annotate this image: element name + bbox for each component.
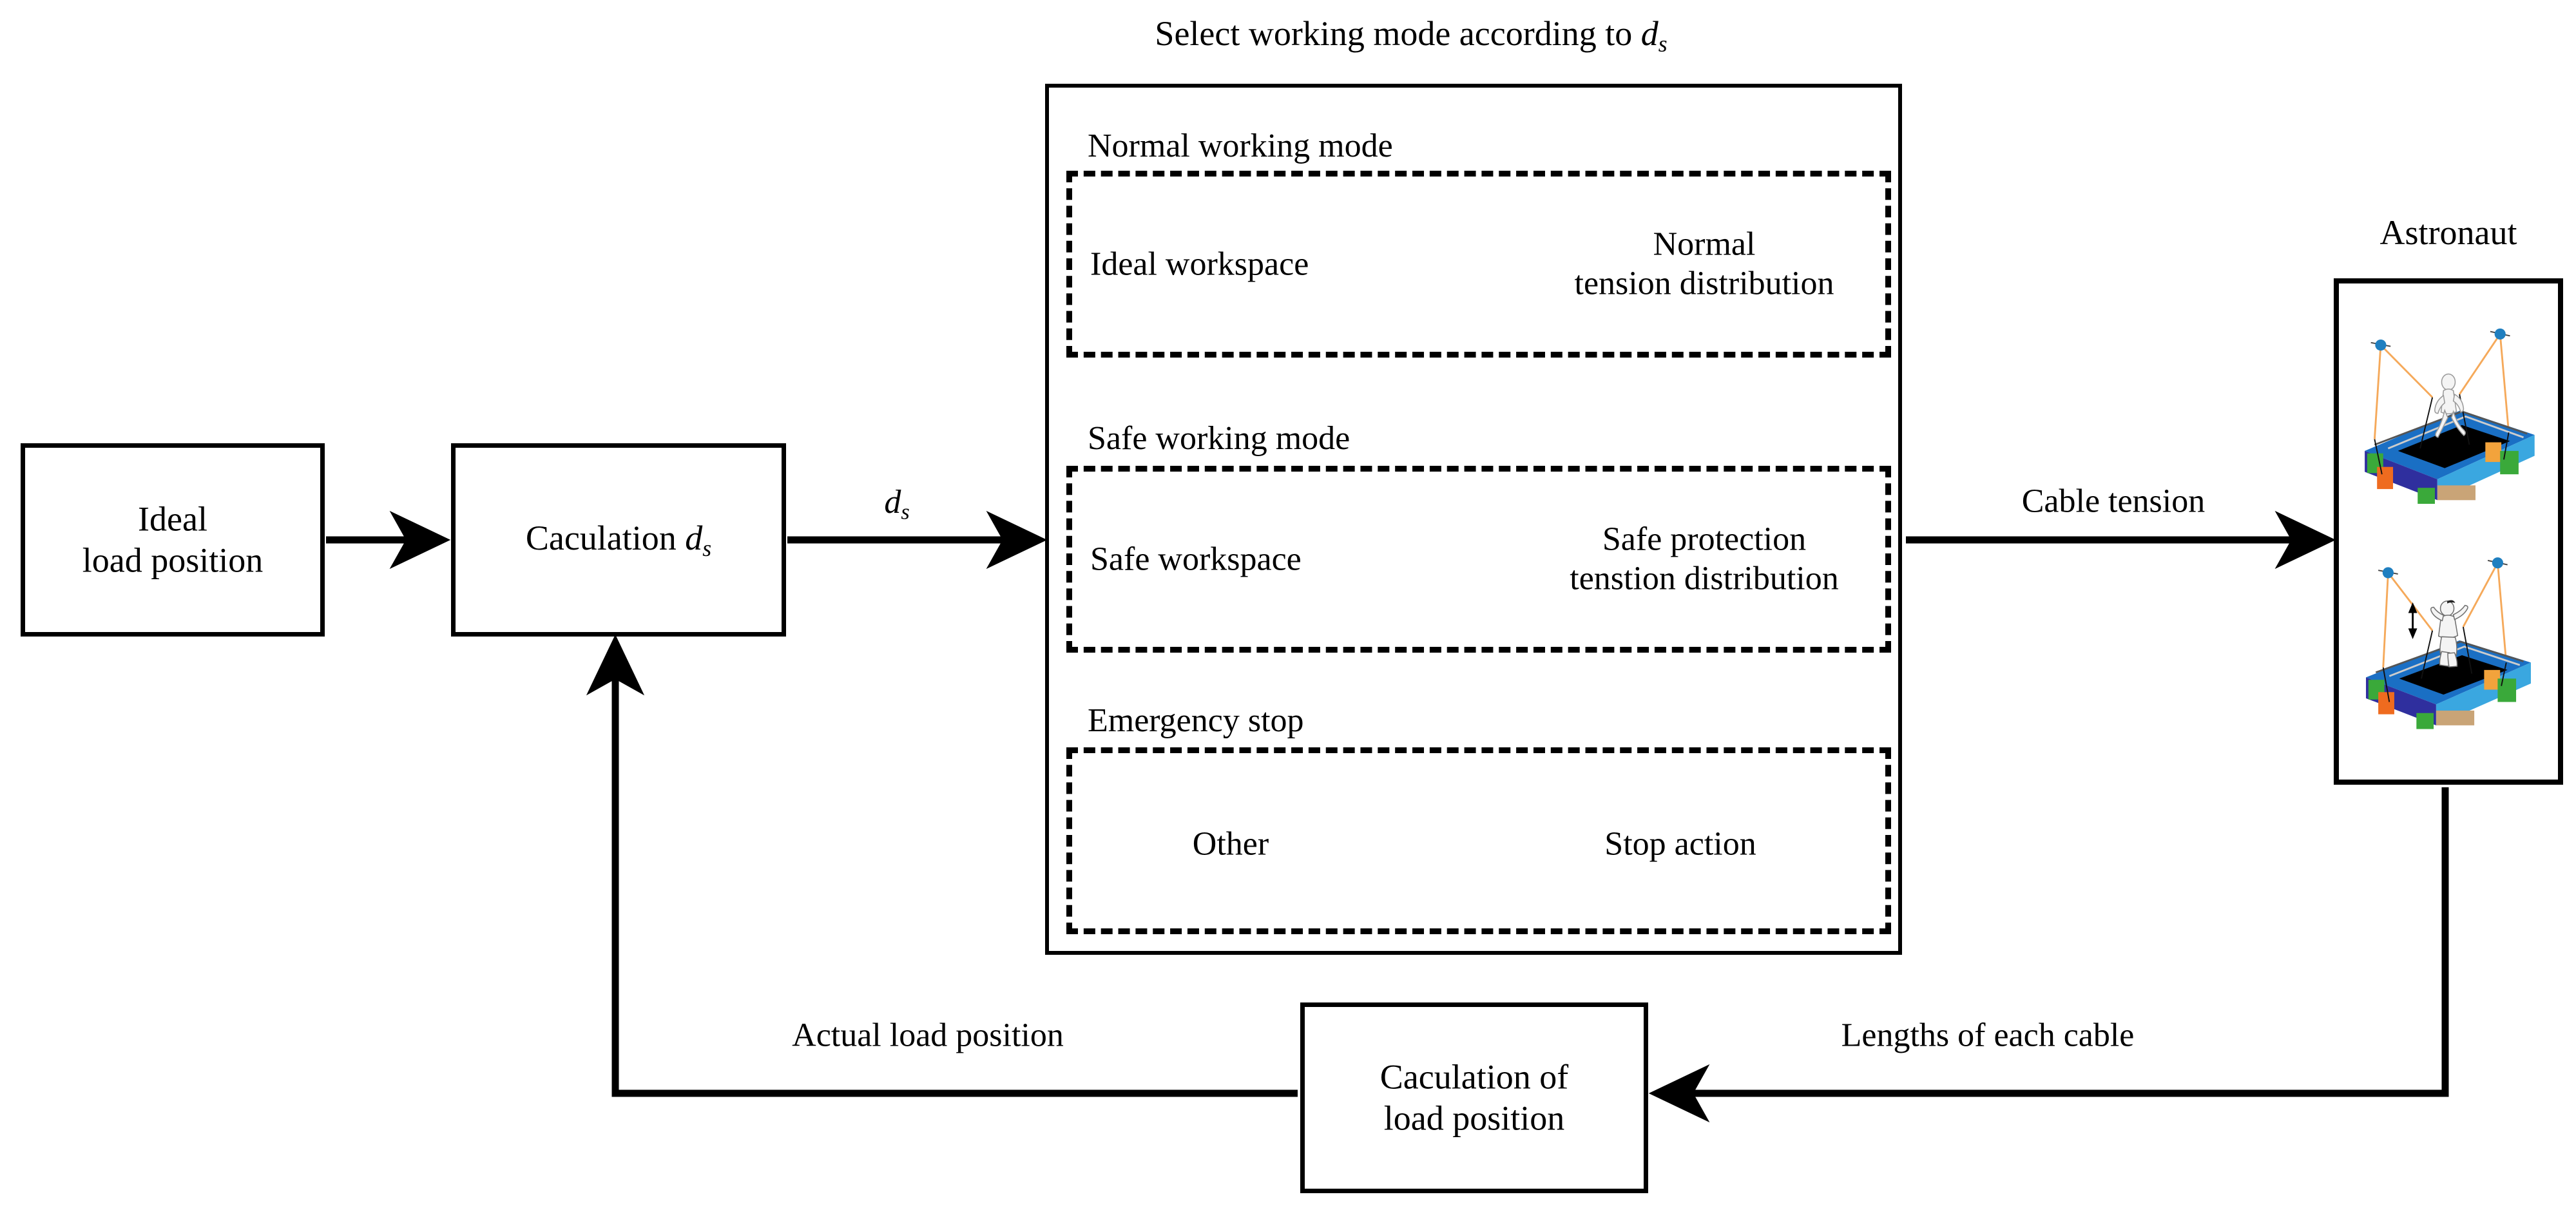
pulley-icon	[2487, 557, 2508, 569]
vertical-motion-arrow	[2408, 602, 2417, 640]
mode-target-emergency: Stop action	[1604, 825, 1756, 863]
page-title: Select working mode according to ds	[1155, 14, 1667, 57]
mode-source-safe: Safe workspace	[1090, 541, 1302, 578]
mode-heading-emergency: Emergency stop	[1088, 702, 1304, 739]
calculation-of-load-position-line1: Caculation of	[1379, 1057, 1569, 1097]
ideal-load-position-line2: load position	[82, 541, 264, 579]
cable-robot-bottom	[2366, 557, 2531, 729]
mode-dashbox-emergency[interactable]	[1066, 747, 1891, 934]
calculation-ds-symbol-sub: s	[702, 535, 712, 561]
astronaut-caption: Astronaut	[2379, 213, 2517, 253]
calculation-of-load-position-line2: load position	[1383, 1098, 1565, 1137]
astronaut-figure-seated	[2430, 600, 2468, 667]
ideal-load-position-line1: Ideal	[138, 499, 207, 539]
block-calculation-of-load-position[interactable]: Caculation of load position	[1300, 1002, 1648, 1193]
mode-heading-normal: Normal working mode	[1088, 128, 1393, 164]
block-ideal-load-position[interactable]: Ideal load position	[21, 443, 325, 637]
mode-dashbox-normal[interactable]	[1066, 171, 1891, 358]
pulley-icon	[2378, 567, 2398, 579]
mode-target-safe: Safe protection tenstion distribution	[1570, 520, 1838, 599]
astronaut-image-panel[interactable]	[2334, 278, 2563, 785]
mode-target-safe-line2: tenstion distribution	[1570, 561, 1839, 597]
mode-source-emergency: Other	[1192, 825, 1269, 863]
cable-robot-top	[2365, 328, 2535, 504]
mode-target-normal-line1: Normal	[1653, 225, 1756, 263]
astronaut-figure-standing	[2434, 373, 2466, 438]
edge-label-ds-sub: s	[901, 499, 910, 524]
page-title-text: Select working mode according to	[1155, 14, 1633, 53]
mode-target-safe-line1: Safe protection	[1602, 521, 1807, 558]
edge-label-cable-tension: Cable tension	[2021, 483, 2206, 520]
edge-label-ds: ds	[884, 483, 909, 525]
edge-label-ds-symbol: d	[884, 483, 901, 521]
edge-label-lengths-of-each-cable: Lengths of each cable	[1841, 1017, 2135, 1054]
edge-label-actual-load-position: Actual load position	[792, 1017, 1064, 1054]
mode-target-normal: Normal tension distribution	[1575, 225, 1834, 304]
calculation-ds-symbol: d	[685, 518, 703, 557]
block-calculation-ds[interactable]: Caculation ds	[451, 443, 786, 637]
mode-source-normal: Ideal workspace	[1090, 245, 1309, 283]
mode-dashbox-safe[interactable]	[1066, 466, 1891, 653]
pulley-icon	[2490, 328, 2510, 340]
calculation-ds-text: Caculation	[525, 518, 677, 557]
page-title-symbol: d	[1640, 14, 1658, 53]
page-title-symbol-sub: s	[1658, 30, 1668, 57]
mode-heading-safe: Safe working mode	[1088, 420, 1350, 457]
cable-robot-illustration	[2365, 328, 2535, 729]
mode-target-normal-line2: tension distribution	[1574, 265, 1834, 302]
pulley-icon	[2370, 340, 2391, 351]
